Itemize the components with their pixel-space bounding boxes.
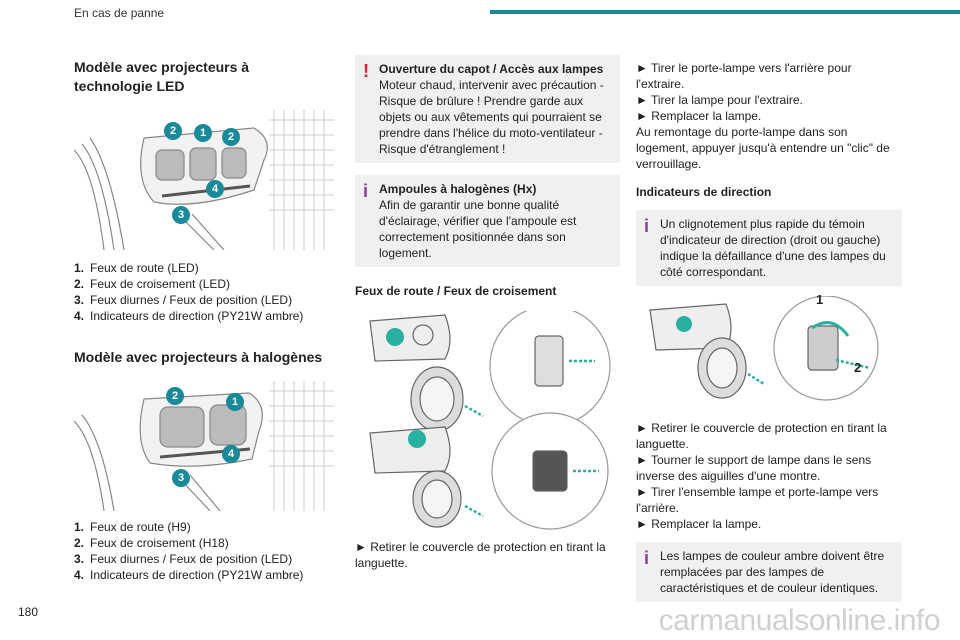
- list-item: 1.Feux de route (H9): [74, 520, 191, 534]
- callout-marker: 4: [222, 445, 240, 463]
- callout-marker: 3: [172, 206, 190, 224]
- halogen-headlamp-illustration: [73, 381, 334, 512]
- info-icon: i: [363, 181, 369, 201]
- page-number: 180: [18, 605, 39, 619]
- info-body: Afin de garantir une bonne qualité d'écl…: [379, 198, 577, 260]
- step-item: ► Remplacer la lampe.: [636, 109, 762, 123]
- warning-body: Moteur chaud, intervenir avec précaution…: [379, 78, 604, 156]
- callout-marker: 1: [226, 393, 244, 411]
- callout-marker: 4: [206, 180, 224, 198]
- list-item: 4.Indicateurs de direction (PY21W ambre): [74, 309, 304, 323]
- step-item: ► Tourner le support de lampe dans le se…: [636, 453, 872, 483]
- remontage-text: Au remontage du porte-lampe dans son log…: [636, 125, 890, 171]
- info-box-ambre: i Les lampes de couleur ambre doivent êt…: [636, 542, 902, 602]
- led-headlamp-illustration: [73, 110, 334, 251]
- callout-marker: 2: [164, 122, 182, 140]
- info-box-halogen: i Ampoules à halogènes (Hx) Afin de gara…: [355, 175, 620, 267]
- indicator-bulb-illustration: [649, 295, 879, 401]
- figure-label-1: 1: [816, 292, 824, 307]
- callout-marker: 1: [194, 124, 212, 142]
- callout-marker: 3: [172, 469, 190, 487]
- info-body: Un clignotement plus rapide du témoin d'…: [660, 217, 886, 279]
- header-accent-bar: [490, 10, 960, 14]
- steps-bottom: ► Retirer le couvercle de protection en …: [636, 420, 902, 532]
- column-1: Modèle avec projecteurs à technologie LE…: [73, 40, 334, 583]
- running-header: En cas de panne: [74, 6, 165, 20]
- led-lamp-list: 1.Feux de route (LED) 2.Feux de croiseme…: [74, 260, 330, 324]
- column-2: ! Ouverture du capot / Accès aux lampes …: [355, 55, 620, 571]
- warning-title: Ouverture du capot / Accès aux lampes: [379, 62, 604, 76]
- callout-marker: 2: [222, 128, 240, 146]
- callout-marker: 2: [166, 387, 184, 405]
- indicateurs-section-title: Indicateurs de direction: [636, 185, 772, 199]
- list-item: 3.Feux diurnes / Feux de position (LED): [74, 552, 293, 566]
- info-title: Ampoules à halogènes (Hx): [379, 182, 537, 196]
- list-item: 4.Indicateurs de direction (PY21W ambre): [74, 568, 304, 582]
- info-box-indicateurs: i Un clignotement plus rapide du témoin …: [636, 210, 902, 286]
- list-item: 3.Feux diurnes / Feux de position (LED): [74, 293, 293, 307]
- step-item: ► Tirer l'ensemble lampe et porte-lampe …: [636, 485, 879, 515]
- info-icon: i: [644, 216, 650, 236]
- step-item: ► Tirer le porte-lampe vers l'arrière po…: [636, 61, 852, 91]
- halogen-lamp-list: 1.Feux de route (H9) 2.Feux de croisemen…: [74, 519, 330, 583]
- info-icon: i: [644, 548, 650, 568]
- step-item: ► Tirer la lampe pour l'extraire.: [636, 93, 803, 107]
- step-item: ► Remplacer la lampe.: [636, 517, 762, 531]
- feux-figure: [355, 305, 620, 531]
- feux-section-title: Feux de route / Feux de croisement: [355, 284, 557, 298]
- step-item: ► Retirer le couvercle de protection en …: [636, 421, 887, 451]
- list-item: 2.Feux de croisement (LED): [74, 277, 231, 291]
- figure-label-2: 2: [854, 360, 862, 375]
- led-headlamp-figure: 2 1 2 4 3: [73, 110, 334, 251]
- feux-step: ► Retirer le couvercle de protection en …: [355, 540, 606, 570]
- list-item: 2.Feux de croisement (H18): [74, 536, 229, 550]
- list-item: 1.Feux de route (LED): [74, 261, 199, 275]
- column-3: ► Tirer le porte-lampe vers l'arrière po…: [636, 60, 902, 602]
- watermark: carmanualsonline.info: [658, 604, 941, 637]
- steps-top: ► Tirer le porte-lampe vers l'arrière po…: [636, 60, 902, 124]
- halogen-headlamp-figure: 2 1 4 3: [73, 381, 334, 512]
- info-body: Les lampes de couleur ambre doivent être…: [660, 549, 885, 595]
- halogen-section-title: Modèle avec projecteurs à halogènes: [74, 349, 323, 365]
- led-section-title: Modèle avec projecteurs à technologie LE…: [74, 59, 250, 94]
- warning-icon: !: [363, 61, 369, 81]
- indicateurs-figure: 1 2: [636, 292, 902, 406]
- warning-box: ! Ouverture du capot / Accès aux lampes …: [355, 55, 620, 163]
- cover-removal-illustration: [369, 305, 611, 530]
